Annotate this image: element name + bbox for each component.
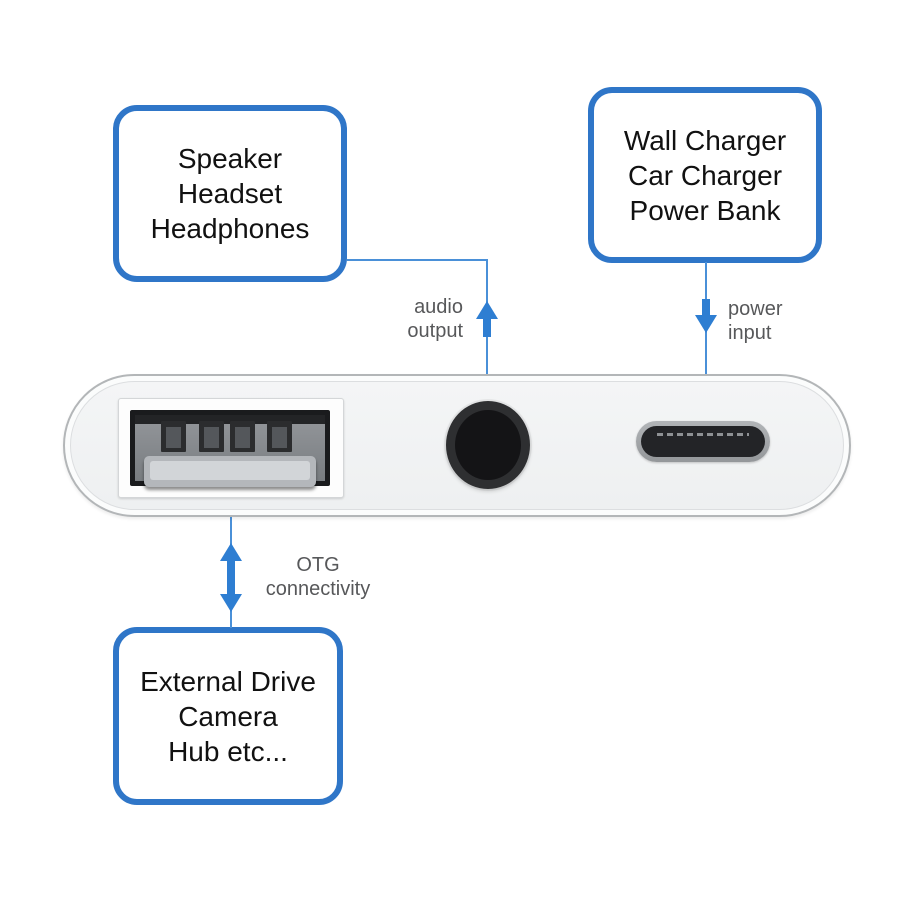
power-sources-line-3: Power Bank [629,194,781,226]
usb-a-opening [130,410,330,487]
audio-up-arrow-icon [476,301,498,319]
audio-connector-horizontal-line [347,259,488,261]
usb-c-port [636,421,770,462]
power-down-arrow-icon [695,315,717,333]
audio-devices-box: Speaker Headset Headphones [113,105,347,282]
usb-c-opening [641,426,765,457]
otg-connectivity-label: OTG connectivity [265,554,371,600]
audio-output-label: audio output [407,296,463,342]
usb-c-pins [657,433,749,436]
otg-devices-line-2: Camera [178,700,278,732]
audio-devices-line-2: Headset [177,178,283,209]
usb-a-top-rail [135,415,325,424]
otg-devices-line-1: External Drive [140,665,316,697]
otg-double-arrow-shaft [227,559,235,596]
audio-devices-line-1: Speaker [177,143,283,174]
usb-a-contact-2 [199,421,224,452]
power-sources-line-1: Wall Charger [623,124,787,156]
usb-a-port [118,398,344,498]
otg-double-arrow-down-icon [220,594,242,612]
power-down-arrow-shaft [702,299,710,316]
audio-devices-line-3: Headphones [150,213,310,244]
otg-devices-box: External Drive Camera Hub etc... [113,627,343,805]
usb-a-contact-1 [161,421,186,452]
power-sources-line-2: Car Charger [627,159,783,191]
power-input-label: power input [728,298,783,344]
audio-jack-3-5mm [446,401,530,489]
otg-double-arrow-up-icon [220,543,242,561]
audio-up-arrow-shaft [483,318,491,337]
power-sources-box: Wall Charger Car Charger Power Bank [588,87,822,263]
usb-a-metal-shell [135,415,325,487]
otg-devices-line-3: Hub etc... [168,735,288,767]
usb-a-tongue [144,456,316,487]
usb-a-contact-4 [267,421,292,452]
usb-otg-adapter-device [63,374,851,517]
usb-a-contact-3 [230,421,255,452]
